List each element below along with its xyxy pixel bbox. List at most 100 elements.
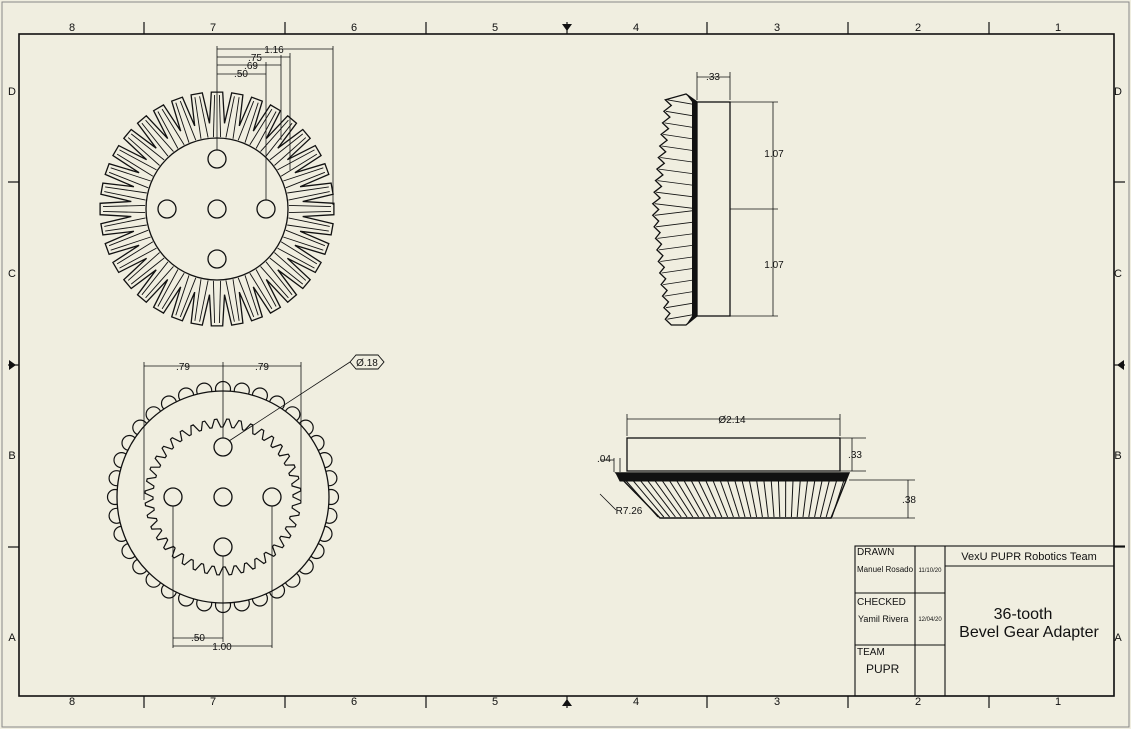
dim-bottom-full: 1.00: [212, 642, 232, 653]
tooth-rib: [288, 191, 330, 201]
tooth-rib: [179, 277, 197, 318]
tooth-rib: [127, 252, 160, 281]
tooth-rib: [265, 261, 293, 296]
tooth-rib: [665, 110, 697, 117]
tooth-rib: [277, 149, 315, 171]
tooth-rib: [157, 111, 179, 149]
dim-side-width: .33: [706, 72, 720, 83]
tooth-rib: [157, 269, 179, 307]
tooth-rib: [110, 167, 151, 182]
team-value: PUPR: [866, 662, 900, 676]
col-label: 6: [351, 696, 357, 708]
drawing-title-line1: 36-tooth: [994, 606, 1053, 623]
row-label: A: [1114, 632, 1122, 644]
profile-view-hub: [626, 437, 841, 472]
tooth-rib: [288, 217, 330, 227]
column-labels-top: 8 7 6 5 4 3 2 1: [69, 22, 1061, 34]
hole: [213, 487, 233, 507]
side-view-dark-edge: [686, 94, 697, 325]
tooth-rib: [657, 180, 697, 186]
profile-view-tooth-ribs: [615, 472, 850, 518]
dim-side-lower: 1.07: [764, 260, 784, 271]
tooth-rib: [225, 280, 235, 322]
tooth-rib: [667, 99, 697, 106]
row-label: A: [8, 632, 16, 644]
tooth-rib: [199, 280, 209, 322]
tooth-rib: [283, 167, 324, 182]
tooth-rib: [179, 100, 197, 141]
dim-profile-height-top: .33: [848, 450, 862, 461]
tooth-rib: [661, 267, 697, 274]
dim-profile-height-teeth: .38: [902, 495, 916, 506]
tooth-rib: [237, 100, 255, 141]
tooth-rib: [244, 102, 259, 143]
tooth-rib: [119, 149, 157, 171]
dim-side-upper: 1.07: [764, 149, 784, 160]
bottom-view: .79 .79 Ø.18 .50 1.00: [106, 354, 385, 653]
tooth-rib: [119, 247, 157, 269]
tooth-rib: [130, 257, 165, 285]
tooth-rib: [141, 122, 169, 157]
tooth-rib: [212, 94, 216, 138]
row-labels-right: D C B A: [1114, 86, 1122, 644]
row-label: D: [8, 86, 16, 98]
tooth-rib: [255, 269, 277, 307]
tooth-rib: [260, 119, 289, 152]
drawn-name: Manuel Rosado: [857, 565, 914, 574]
profile-view-dimension-lines: [599, 414, 915, 519]
company-name: VexU PUPR Robotics Team: [961, 551, 1097, 563]
col-label: 7: [210, 696, 216, 708]
bottom-view-holes: [163, 437, 282, 557]
tooth-rib: [285, 171, 326, 189]
tooth-rib: [175, 275, 190, 316]
col-label: 5: [492, 22, 498, 34]
tooth-rib: [161, 272, 185, 310]
checked-date: 12/04/20: [918, 617, 942, 623]
tooth-rib: [269, 133, 304, 161]
col-label: 5: [492, 696, 498, 708]
side-view-hub: [696, 101, 731, 317]
hole: [163, 487, 183, 507]
tooth-rib: [664, 122, 697, 129]
row-label: C: [8, 268, 16, 280]
row-label: C: [1114, 268, 1122, 280]
tooth-rib: [664, 290, 697, 297]
tooth-rib: [285, 229, 326, 247]
col-label: 7: [210, 22, 216, 34]
row-labels-left: D C B A: [8, 86, 16, 644]
col-label: 6: [351, 22, 357, 34]
tooth-rib: [656, 191, 697, 198]
tooth-rib: [280, 153, 318, 177]
dim-bottom-hole: Ø.18: [356, 358, 378, 369]
row-label: B: [1114, 450, 1121, 462]
tooth-rib: [288, 210, 332, 214]
side-view-gear-teeth: [651, 93, 698, 326]
hole-callout-box: [349, 354, 385, 370]
dim-bottom-left: .79: [176, 362, 190, 373]
tooth-rib: [280, 241, 318, 265]
col-label: 4: [633, 22, 639, 34]
tooth-rib: [127, 137, 160, 166]
hole: [207, 199, 227, 219]
col-label: 3: [774, 22, 780, 34]
row-label: D: [1114, 86, 1122, 98]
row-label: B: [8, 450, 15, 462]
tooth-rib: [102, 210, 146, 214]
col-label: 4: [633, 696, 639, 708]
dim-profile-diameter: Ø2.14: [718, 415, 746, 426]
tooth-rib: [194, 97, 202, 139]
front-view-dimension-lines: [216, 46, 334, 205]
tooth-rib: [658, 168, 697, 175]
hole: [157, 199, 177, 219]
drawn-date: 11/10/20: [919, 568, 943, 574]
tooth-rib: [237, 277, 255, 318]
dim-bottom-half: .50: [191, 633, 205, 644]
tooth-rib: [145, 266, 174, 299]
tooth-rib: [249, 108, 273, 146]
side-view-dimension-lines: [696, 72, 778, 317]
tooth-rib: [288, 204, 332, 208]
tooth-rib: [199, 96, 209, 138]
side-view: .33 1.07 1.07: [651, 72, 784, 326]
centering-arrows: [9, 24, 1124, 706]
